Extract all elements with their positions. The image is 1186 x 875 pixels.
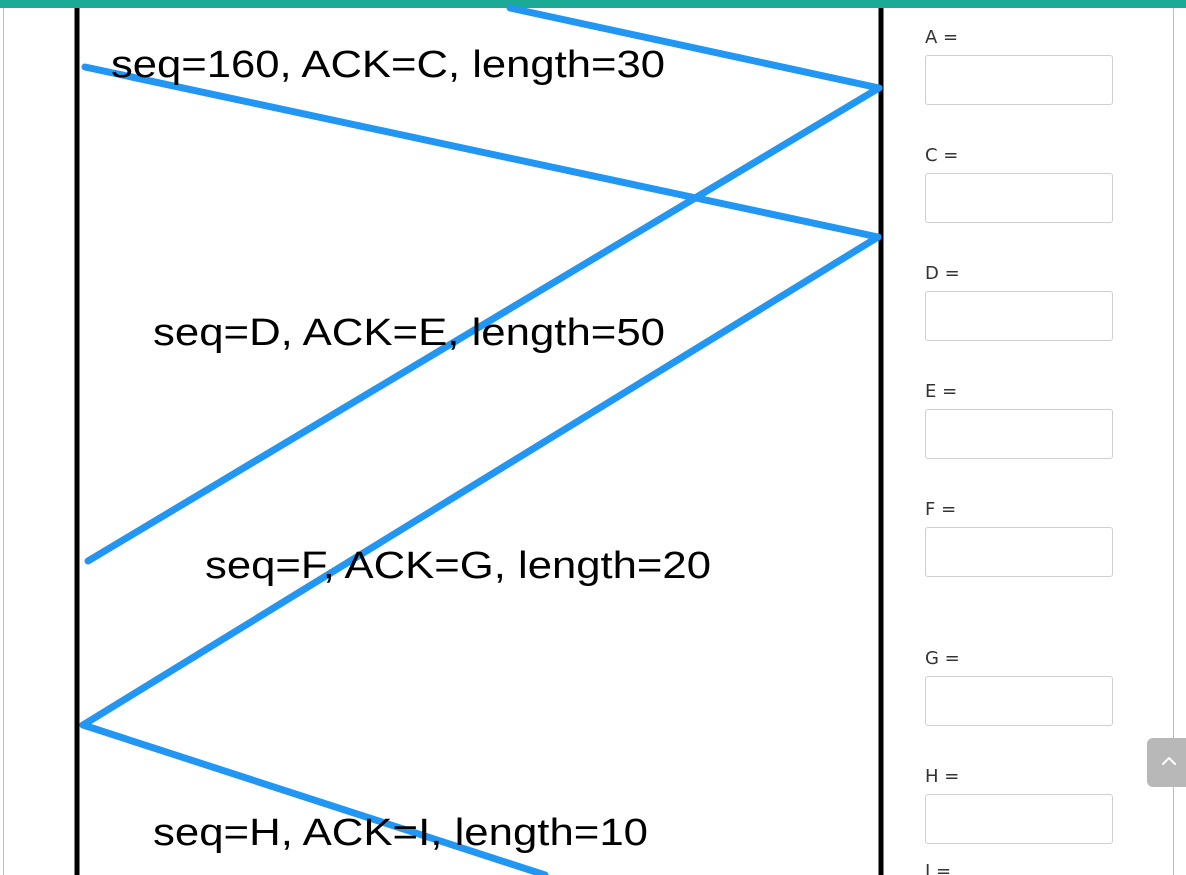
field-label: I =: [925, 862, 952, 875]
segment-label: seq=F, ACK=G, length=20: [205, 545, 711, 587]
scroll-to-top-button[interactable]: [1147, 738, 1186, 787]
segment-label: seq=H, ACK=I, length=10: [153, 812, 648, 854]
segment-arrow-a: [506, 4, 883, 92]
field-g: G =: [925, 649, 1113, 726]
answer-input-g[interactable]: [925, 676, 1113, 726]
content-right-border: [1173, 8, 1174, 875]
answer-input-f[interactable]: [925, 527, 1113, 577]
segment-arrow-h: [79, 721, 549, 875]
field-a: A =: [925, 28, 1113, 105]
tcp-sequence-diagram: seq=160, ACK=C, length=30 seq=D, ACK=E, …: [74, 4, 884, 875]
segment-arrow-f: [79, 233, 882, 729]
chevron-up-icon: [1162, 757, 1176, 765]
field-label: C =: [925, 145, 959, 166]
field-i: I =: [925, 862, 1113, 875]
field-e: E =: [925, 382, 1113, 459]
field-label: D =: [925, 263, 960, 284]
field-label: E =: [925, 381, 958, 402]
segment-arrow-160: [81, 63, 882, 241]
content-left-border: [3, 8, 4, 875]
segment-arrow-d: [84, 84, 883, 565]
field-label: F =: [925, 499, 957, 520]
field-h: H =: [925, 767, 1113, 844]
field-c: C =: [925, 146, 1113, 223]
field-label: A =: [925, 27, 959, 48]
segment-label: seq=D, ACK=E, length=50: [153, 312, 665, 354]
field-label: H =: [925, 766, 960, 787]
answer-input-e[interactable]: [925, 409, 1113, 459]
field-label: G =: [925, 648, 960, 669]
answer-input-a[interactable]: [925, 55, 1113, 105]
field-f: F =: [925, 500, 1113, 577]
answer-input-h[interactable]: [925, 794, 1113, 844]
answer-input-c[interactable]: [925, 173, 1113, 223]
answer-input-d[interactable]: [925, 291, 1113, 341]
top-accent-bar: [0, 0, 1186, 8]
field-d: D =: [925, 264, 1113, 341]
segment-label: seq=160, ACK=C, length=30: [111, 44, 665, 86]
